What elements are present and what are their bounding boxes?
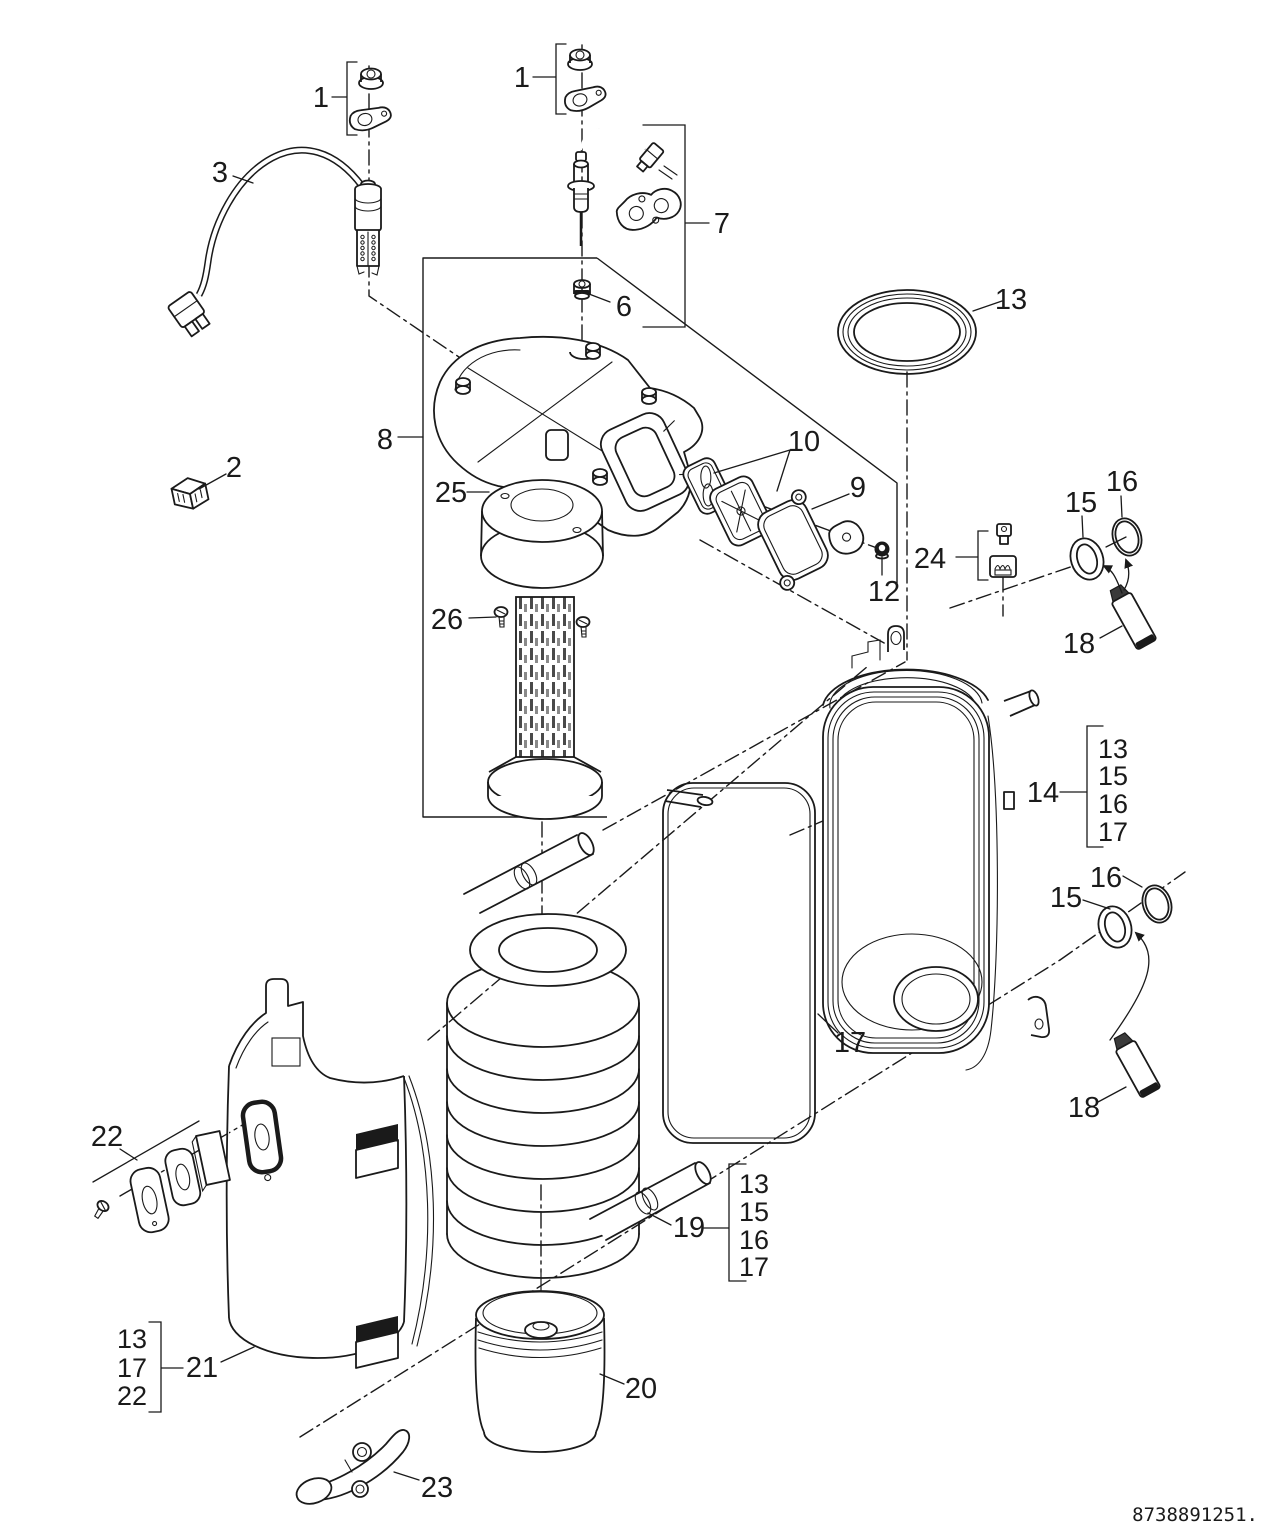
ref-tank-17: 17 [1098,817,1128,847]
coil-outlet-pipe [589,1161,712,1241]
callout-7: 7 [714,208,730,240]
ref-tank-13: 13 [1098,734,1128,764]
part-gasket-ring-upper [1069,537,1105,581]
ref-shell-17: 17 [117,1353,147,1383]
callout-19: 19 [673,1212,705,1244]
part-burner-door-gasket [757,489,829,591]
part-burner-screws [493,606,591,638]
ref-pipe-16: 16 [739,1225,769,1255]
part-oring-large [837,289,977,375]
fan-assembly-box [422,257,898,818]
part-insulation-shell [225,978,434,1369]
part-retaining-tab-center [564,85,607,112]
callout-8: 8 [377,424,393,456]
callout-leaders [92,43,1143,1481]
part-grommet [573,279,591,300]
part-flange-nut-left [358,67,384,90]
callout-26: 26 [431,604,463,636]
insulation-reference-group: 13 17 22 [117,1324,147,1411]
ref-pipe-13: 13 [739,1169,769,1199]
callout-23: 23 [421,1472,453,1504]
outlet-pipe-reference-group: 13 15 16 17 [739,1169,769,1282]
part-ignition-electrode [567,127,678,246]
part-flange-nut-center [567,48,593,71]
callout-16-upper: 16 [1106,466,1138,498]
part-nut-12 [874,541,890,560]
part-heat-exchanger-coil [446,832,712,1279]
callout-18-upper: 18 [1063,628,1095,660]
callout-13-top: 13 [995,284,1027,316]
callout-3: 3 [212,157,228,189]
ref-pipe-15: 15 [739,1197,769,1227]
callout-6: 6 [616,291,632,323]
callout-1-left: 1 [313,82,329,114]
part-gasket-ring-lower [1097,905,1133,949]
part-connector-block [170,477,210,510]
document-number: 8738891251. [1132,1504,1258,1526]
callout-12: 12 [868,576,900,608]
part-oring-upper [1111,517,1143,557]
part-condensate-cup [474,1272,606,1453]
coil-inlet-pipe [463,832,595,914]
callout-24: 24 [914,543,946,575]
cable-connector [167,291,211,338]
callout-1-center: 1 [514,62,530,94]
part-gasket-plates [94,1130,231,1234]
part-retaining-tab-left [348,106,392,132]
callout-10: 10 [788,426,820,458]
part-burner-door-plates [480,479,604,589]
part-oring-lower [1141,884,1173,924]
ref-tank-16: 16 [1098,789,1128,819]
callout-20: 20 [625,1373,657,1405]
callout-25: 25 [435,477,467,509]
callout-18-lower: 18 [1068,1092,1100,1124]
tank-reference-group: 13 15 16 17 [1098,734,1128,847]
part-cover-plate [828,520,865,555]
ref-pipe-17: 17 [739,1252,769,1282]
part-electrode-gasket [615,187,682,231]
part-sensor-clip [989,523,1017,578]
callout-9: 9 [850,472,866,504]
ref-shell-13: 13 [117,1324,147,1354]
callout-15-upper: 15 [1065,487,1097,519]
part-tank-shell [822,625,1050,1071]
part-burner-tube [487,596,603,820]
callout-15-lower: 15 [1050,882,1082,914]
assembly-axes [119,44,1186,1438]
part-retaining-clip [295,1429,411,1505]
callout-16-lower: 16 [1090,862,1122,894]
shell-clip-top [355,1124,399,1179]
fan-stud [455,342,657,486]
part-ionization-electrode-cable [167,146,382,338]
callout-22: 22 [91,1121,123,1153]
part-grease-tube-lower [1113,1032,1161,1098]
part-grease-tube-upper [1109,584,1157,650]
ref-tank-15: 15 [1098,761,1128,791]
part-mixer-housing [709,475,773,547]
part-wire-frame [662,782,816,1144]
callout-2: 2 [226,452,242,484]
tank-pipe-stub [1003,689,1040,717]
ref-shell-22: 22 [117,1381,147,1411]
part-fan-housing [433,335,704,537]
callout-17: 17 [834,1027,866,1059]
shell-grommet [240,1099,284,1182]
callout-14: 14 [1027,777,1059,809]
shell-clip-bottom [355,1316,399,1369]
callout-21: 21 [186,1352,218,1384]
